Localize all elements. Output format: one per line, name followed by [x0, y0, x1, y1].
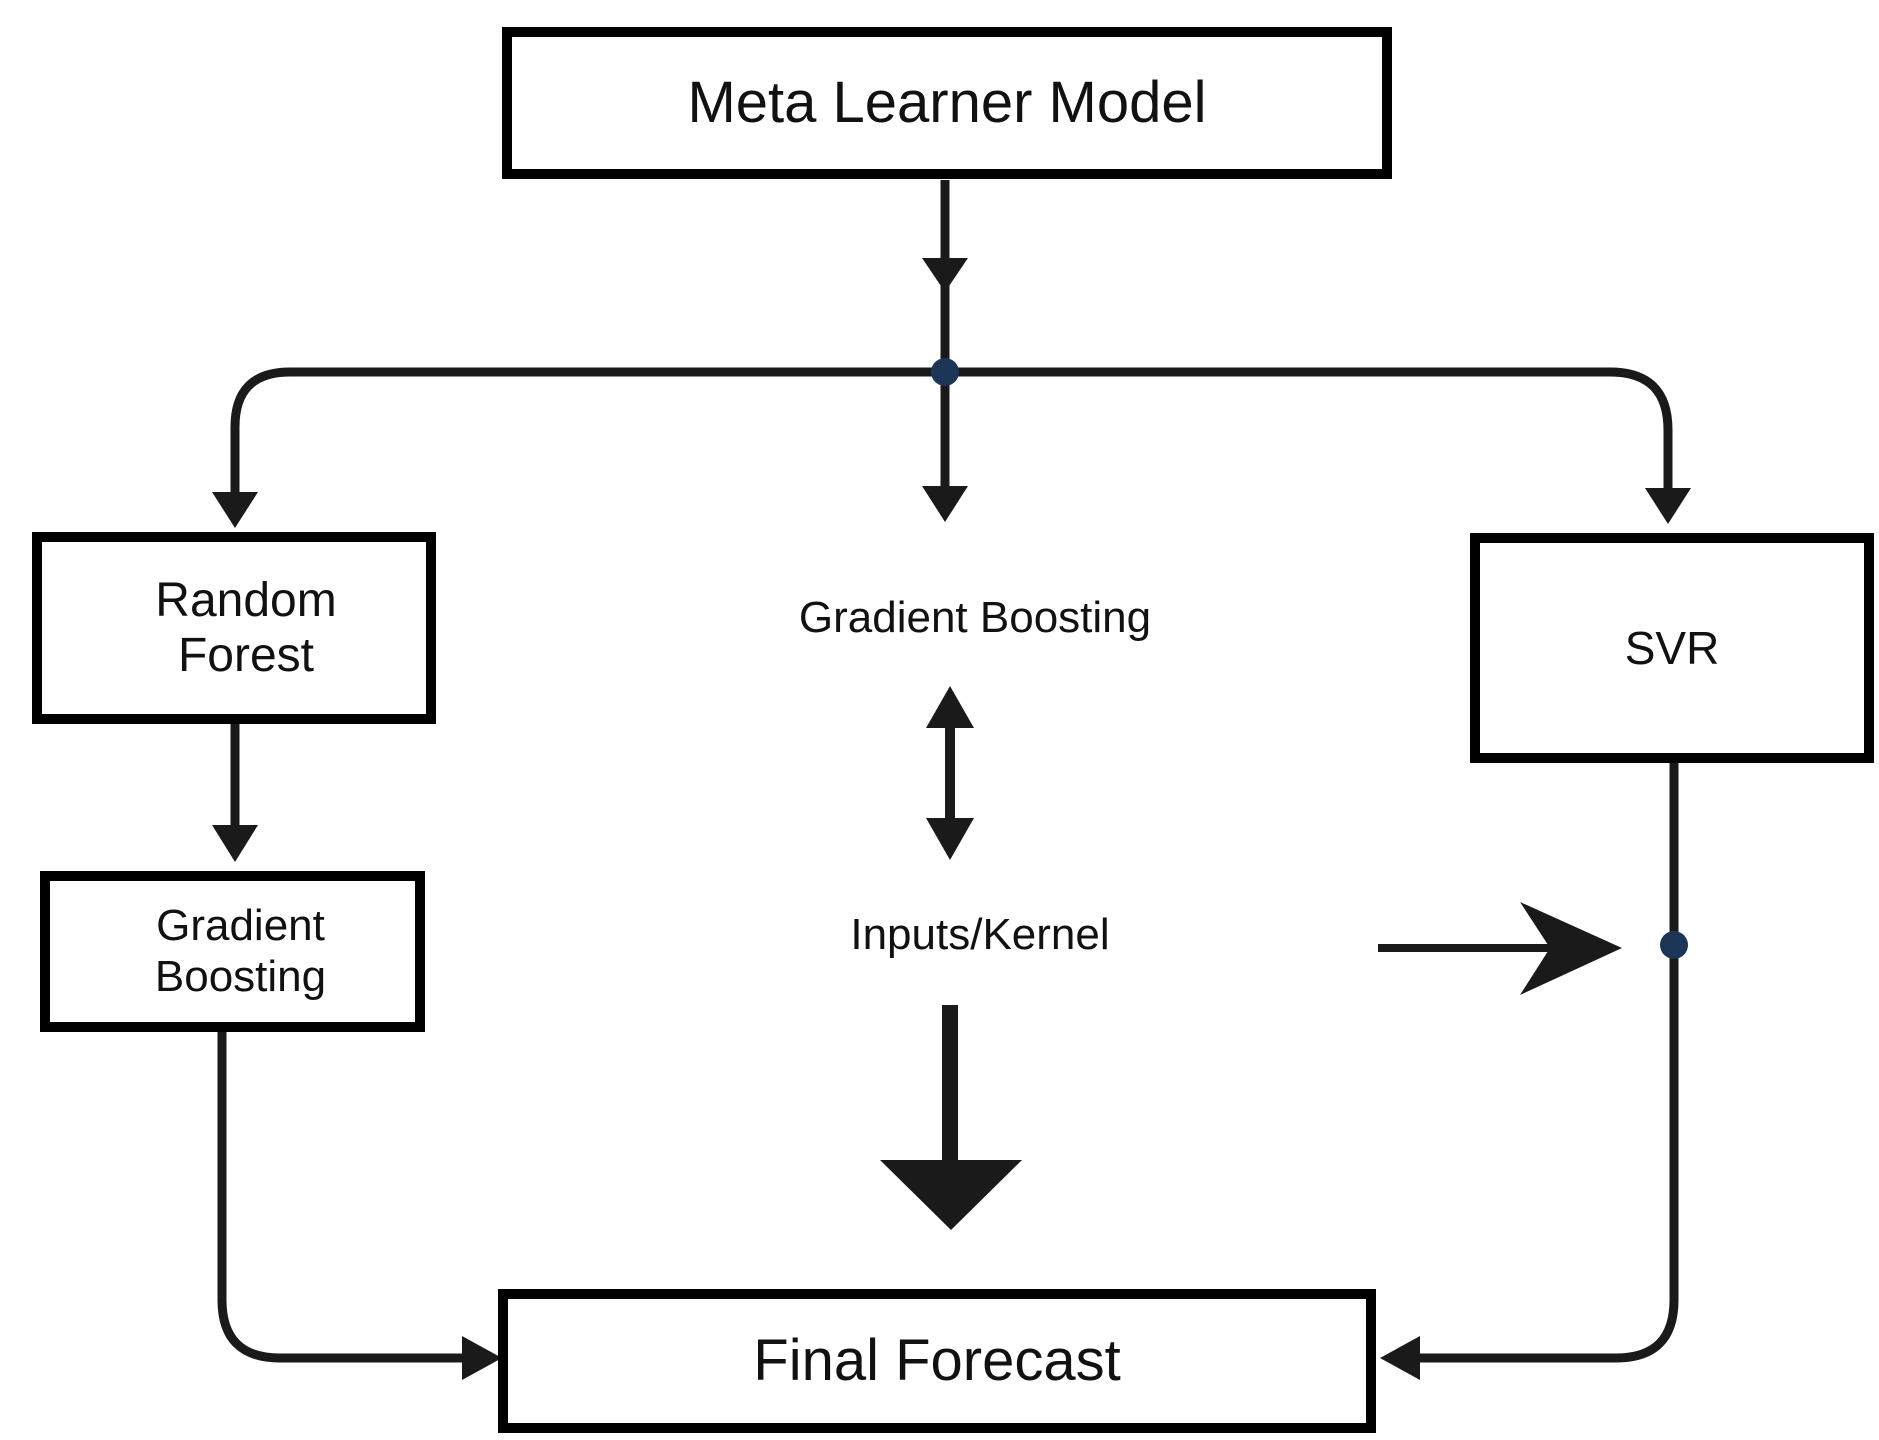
edge-bus-right	[945, 367, 1673, 505]
arrowhead-gb-to-final	[462, 1336, 502, 1380]
final-forecast-label: Final Forecast	[753, 1327, 1121, 1393]
arrowhead-to-svr	[1645, 488, 1691, 524]
arrowhead-to-gb-box	[212, 825, 258, 862]
gradient-boosting-box-label-line1: Gradient	[156, 900, 325, 950]
edge-bus-left	[230, 367, 945, 505]
gradient-boosting-box: Gradient Boosting	[40, 871, 425, 1032]
random-forest-label-line1: Random	[155, 573, 337, 627]
arrowhead-to-center-gb	[922, 486, 968, 522]
svr-box: SVR	[1470, 533, 1874, 763]
edge-svr-to-final	[1395, 763, 1679, 1363]
arrowhead-bidir-up	[926, 686, 974, 728]
junction-dot-top	[931, 358, 959, 386]
center-gradient-boosting-label: Gradient Boosting	[798, 593, 1152, 642]
arrowhead-to-random-forest	[212, 492, 258, 528]
edge-gb-to-final	[217, 1032, 478, 1363]
junction-dot-right	[1660, 931, 1688, 959]
gradient-boosting-box-label-line2: Boosting	[154, 951, 327, 1001]
arrowhead-meta-down	[922, 258, 968, 292]
inputs-kernel-label: Inputs/Kernel	[850, 910, 1110, 959]
arrowhead-to-final-big	[880, 1160, 1022, 1230]
arrowhead-bidir-down	[926, 818, 974, 860]
arrowhead-svr-to-final	[1380, 1336, 1420, 1380]
svr-label: SVR	[1624, 621, 1720, 674]
meta-learner-label: Meta Learner Model	[687, 69, 1207, 135]
final-forecast-box: Final Forecast	[498, 1289, 1376, 1433]
meta-learner-box: Meta Learner Model	[502, 27, 1392, 179]
random-forest-box: Random Forest	[32, 532, 436, 724]
arrowhead-right-horizontal	[1520, 902, 1622, 995]
random-forest-label-line2: Forest	[177, 629, 315, 682]
